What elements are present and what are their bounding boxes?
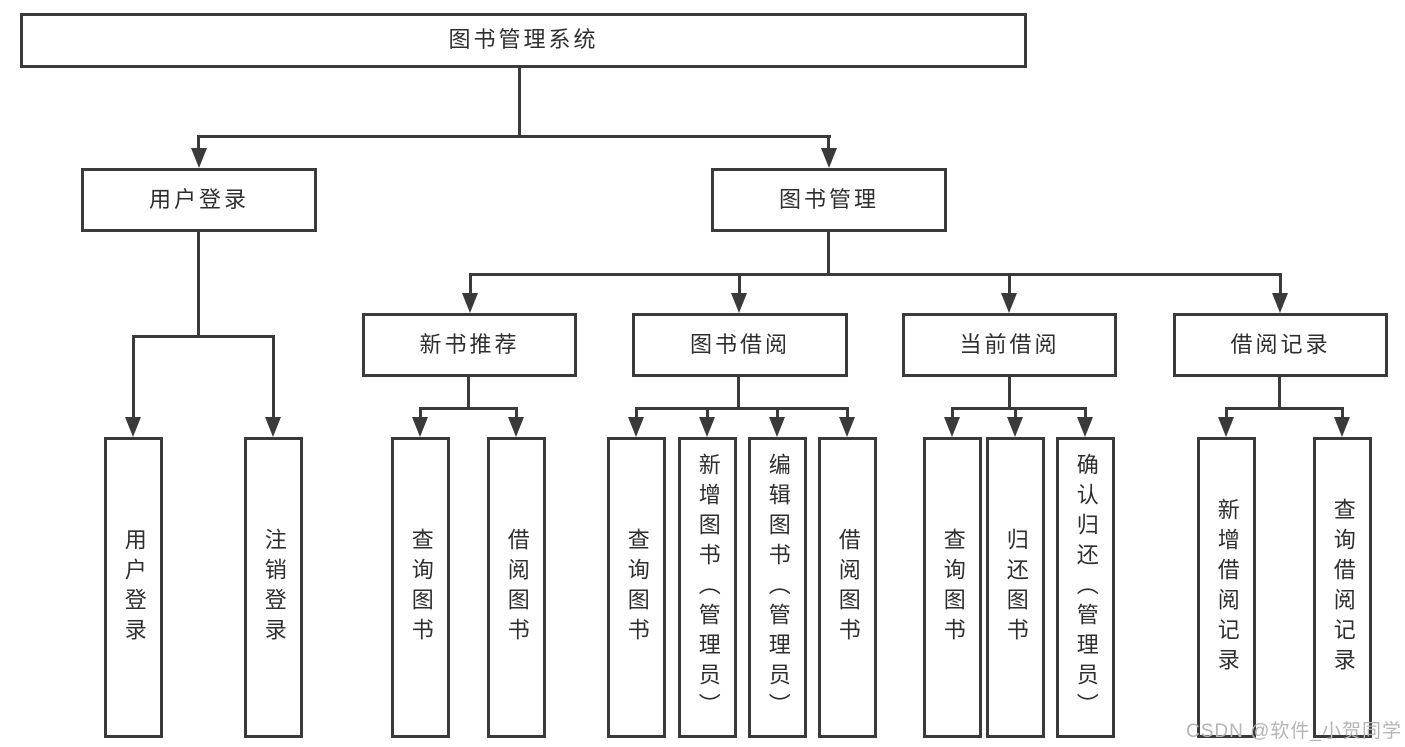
arrow-down-icon (628, 417, 644, 437)
connector-bar-borrow-records (1225, 407, 1344, 410)
leaf-query-books-recommend: 查询图书 (391, 437, 450, 738)
arrow-down-icon (699, 417, 715, 437)
node-root-label: 图书管理系统 (448, 27, 599, 53)
connector-drop-line (1225, 407, 1228, 421)
connector-drop-line (1008, 273, 1011, 295)
connector-drop-line (197, 135, 200, 150)
arrow-down-icon (1001, 293, 1017, 313)
node-root: 图书管理系统 (20, 13, 1027, 68)
leaf-logout: 注销登录 (244, 437, 303, 738)
connector-drop-line (1341, 407, 1344, 421)
connector-drop-line (1084, 407, 1087, 421)
arrow-down-icon (125, 417, 141, 437)
leaf-confirm-return-admin-label: 确认归还（管理员） (1073, 452, 1099, 723)
arrow-down-icon (821, 148, 837, 168)
leaf-add-borrow-record-label: 新增借阅记录 (1214, 497, 1240, 678)
leaf-logout-label: 注销登录 (261, 527, 287, 648)
leaf-borrow-books-recommend: 借阅图书 (487, 437, 546, 738)
leaf-borrow-books: 借阅图书 (818, 437, 877, 738)
connector-bar-level1 (197, 135, 831, 138)
leaf-add-books-admin: 新增图书（管理员） (678, 437, 737, 738)
leaf-add-books-admin-label: 新增图书（管理员） (695, 452, 721, 723)
watermark: CSDN @软件_小贺同学 (1186, 721, 1402, 742)
connector-stem-current-borrow (1008, 377, 1011, 410)
arrow-down-icon (1334, 417, 1350, 437)
leaf-query-borrow-record: 查询借阅记录 (1313, 437, 1372, 738)
connector-bar-new-book-recommend (419, 407, 518, 410)
arrow-down-icon (462, 293, 478, 313)
node-current-borrow-label: 当前借阅 (959, 331, 1060, 357)
connector-drop-line (1014, 407, 1017, 421)
connector-bar-user-login (132, 335, 275, 338)
leaf-user-login-label: 用户登录 (121, 527, 147, 648)
connector-stem-book-borrow (737, 377, 740, 410)
leaf-borrow-books-recommend-label: 借阅图书 (504, 527, 530, 648)
node-book-borrow-label: 图书借阅 (689, 331, 790, 357)
node-book-borrow: 图书借阅 (632, 313, 848, 377)
connector-drop-line (706, 407, 709, 421)
leaf-user-login: 用户登录 (104, 437, 163, 738)
arrow-down-icon (265, 417, 281, 437)
connector-stem-user-login (197, 232, 200, 338)
connector-stem-new-book-recommend (467, 377, 470, 410)
arrow-down-icon (1007, 417, 1023, 437)
leaf-query-books-borrow-label: 查询图书 (624, 527, 650, 648)
connector-drop-line (738, 273, 741, 295)
arrow-down-icon (1218, 417, 1234, 437)
node-user-login: 用户登录 (81, 168, 317, 232)
node-book-management: 图书管理 (711, 168, 947, 232)
leaf-borrow-books-label: 借阅图书 (835, 527, 861, 648)
leaf-query-books-borrow: 查询图书 (607, 437, 666, 738)
connector-drop-line (419, 407, 422, 421)
node-borrow-records-label: 借阅记录 (1230, 331, 1331, 357)
arrow-down-icon (1077, 417, 1093, 437)
connector-drop-line (776, 407, 779, 421)
leaf-query-books-recommend-label: 查询图书 (408, 527, 434, 648)
arrow-down-icon (839, 417, 855, 437)
leaf-return-books: 归还图书 (986, 437, 1045, 738)
arrow-down-icon (508, 417, 524, 437)
connector-drop-line (272, 335, 275, 419)
leaf-query-books-current-label: 查询图书 (940, 527, 966, 648)
arrow-down-icon (944, 417, 960, 437)
connector-drop-line (515, 407, 518, 421)
connector-drop-line (469, 273, 472, 295)
arrow-down-icon (731, 293, 747, 313)
arrow-down-icon (412, 417, 428, 437)
leaf-edit-books-admin-label: 编辑图书（管理员） (765, 452, 791, 723)
node-current-borrow: 当前借阅 (902, 313, 1117, 377)
node-book-management-label: 图书管理 (778, 186, 879, 212)
connector-bar-book-management (469, 273, 1282, 276)
node-borrow-records: 借阅记录 (1173, 313, 1388, 377)
node-new-book-recommend-label: 新书推荐 (419, 331, 520, 357)
leaf-query-borrow-record-label: 查询借阅记录 (1330, 497, 1356, 678)
leaf-confirm-return-admin: 确认归还（管理员） (1056, 437, 1115, 738)
arrow-down-icon (769, 417, 785, 437)
connector-bar-current-borrow (951, 407, 1087, 410)
connector-stem-borrow-records (1278, 377, 1281, 410)
connector-drop-line (132, 335, 135, 419)
leaf-edit-books-admin: 编辑图书（管理员） (748, 437, 807, 738)
arrow-down-icon (1272, 293, 1288, 313)
connector-bar-book-borrow (635, 407, 849, 410)
connector-stem-root (518, 68, 521, 138)
node-user-login-label: 用户登录 (148, 186, 249, 212)
leaf-query-books-current: 查询图书 (923, 437, 982, 738)
connector-drop-line (827, 135, 830, 150)
connector-stem-book-management (827, 232, 830, 276)
connector-drop-line (951, 407, 954, 421)
arrow-down-icon (191, 148, 207, 168)
connector-drop-line (1279, 273, 1282, 295)
connector-drop-line (846, 407, 849, 421)
connector-drop-line (635, 407, 638, 421)
leaf-add-borrow-record: 新增借阅记录 (1197, 437, 1256, 738)
node-new-book-recommend: 新书推荐 (362, 313, 577, 377)
leaf-return-books-label: 归还图书 (1003, 527, 1029, 648)
